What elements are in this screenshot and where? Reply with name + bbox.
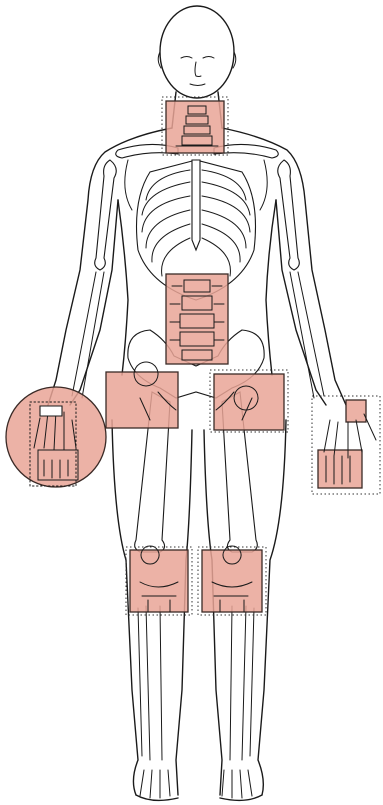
left-knee-region bbox=[198, 546, 266, 615]
closed-eyes bbox=[181, 57, 214, 59]
right-hand-magnified-region bbox=[6, 387, 106, 487]
right-knee-region bbox=[126, 546, 192, 615]
right-forearm bbox=[290, 272, 324, 398]
lumbar-spine-region bbox=[166, 274, 228, 364]
nose bbox=[195, 62, 201, 77]
sternum bbox=[192, 160, 200, 250]
left-hip-region bbox=[210, 370, 288, 432]
head bbox=[160, 6, 234, 98]
left-hand-region bbox=[312, 396, 380, 494]
right-foot bbox=[220, 795, 262, 800]
left-forearm bbox=[72, 272, 104, 398]
cervical-spine-region bbox=[162, 97, 228, 155]
right-tibia-fibula bbox=[230, 606, 254, 760]
mouth bbox=[190, 84, 205, 86]
ears bbox=[158, 52, 236, 68]
right-hip-region bbox=[106, 362, 178, 428]
right-foot-bones bbox=[222, 770, 252, 798]
torso-left bbox=[118, 200, 128, 375]
left-foot-bones bbox=[140, 770, 170, 798]
left-foot bbox=[136, 795, 178, 800]
left-tibia-fibula bbox=[138, 606, 162, 760]
skeleton bbox=[72, 144, 324, 798]
torso-right bbox=[266, 200, 276, 375]
